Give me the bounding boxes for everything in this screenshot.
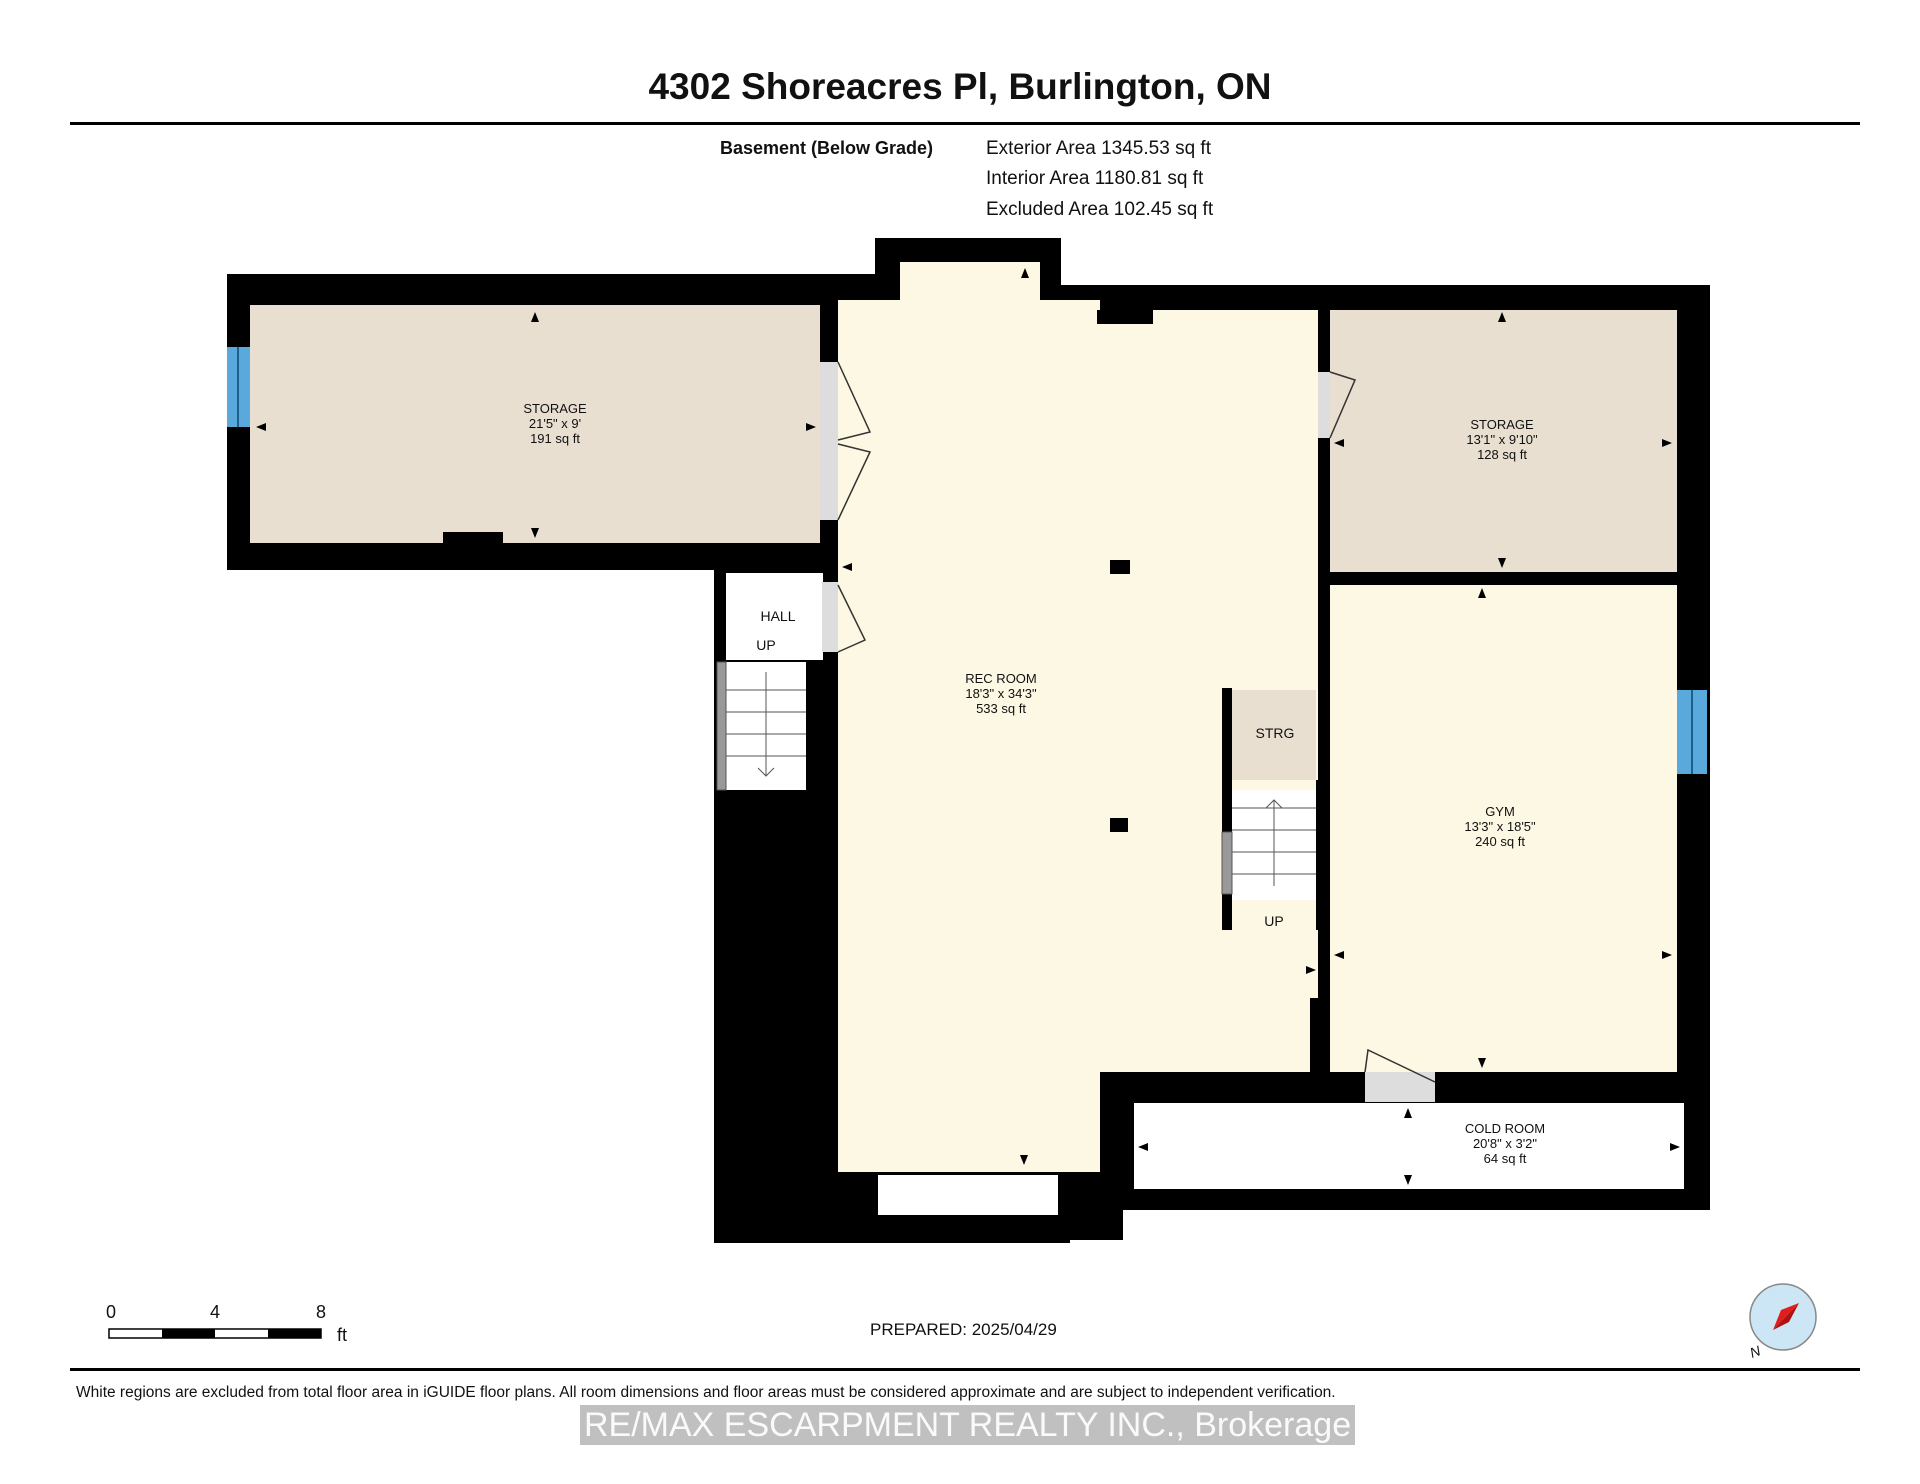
room-area: 240 sq ft (1475, 834, 1525, 849)
room-name: STORAGE (523, 401, 587, 416)
watermark: RE/MAX ESCARPMENT REALTY INC., Brokerage (580, 1405, 1356, 1445)
storage-left-floor (250, 305, 820, 543)
storage-right-floor (1330, 310, 1677, 572)
scale-unit: ft (337, 1325, 347, 1345)
stairs-center (1221, 799, 1316, 895)
room-area: 128 sq ft (1477, 447, 1527, 462)
stairs-left-up-label: UP (756, 637, 775, 653)
room-label-storage-right: STORAGE 13'1" x 9'10" 128 sq ft (1466, 417, 1538, 462)
room-name: STORAGE (1470, 417, 1534, 432)
footer-rule (70, 1368, 1860, 1371)
compass-north-label: N (1748, 1342, 1764, 1361)
hall-floor (726, 573, 823, 660)
prepared-date: PREPARED: 2025/04/29 (870, 1320, 1057, 1339)
excluded-area: Excluded Area 102.45 sq ft (986, 199, 1214, 220)
page-title: 4302 Shoreacres Pl, Burlington, ON (648, 66, 1272, 107)
room-dims: 21'5" x 9' (529, 416, 581, 431)
room-dims: 20'8" x 3'2" (1473, 1136, 1537, 1151)
room-area: 533 sq ft (976, 701, 1026, 716)
rec-room-lower (838, 300, 1100, 1172)
strg-floor (1232, 690, 1316, 780)
dimension-markers (256, 268, 1680, 1185)
room-name: GYM (1485, 804, 1515, 819)
level-label: Basement (Below Grade) (720, 138, 934, 158)
room-dims: 13'1" x 9'10" (1466, 432, 1538, 447)
scale-tick-4: 4 (210, 1302, 220, 1322)
room-label-gym: GYM 13'3" x 18'5" 240 sq ft (1464, 804, 1536, 849)
room-label-rec-room: REC ROOM 18'3" x 34'3" 533 sq ft (965, 671, 1037, 716)
room-area: 191 sq ft (530, 431, 580, 446)
exterior-area: Exterior Area 1345.53 sq ft (986, 138, 1211, 159)
scale-tick-0: 0 (106, 1302, 116, 1322)
compass-icon: N (1748, 1283, 1817, 1361)
excluded-region (878, 1175, 1058, 1215)
room-name: REC ROOM (965, 671, 1037, 686)
scale-bar: 0 4 8 ft (106, 1302, 347, 1345)
disclaimer: White regions are excluded from total fl… (76, 1384, 1336, 1401)
stairs-left (716, 661, 806, 791)
scale-tick-8: 8 (316, 1302, 326, 1322)
room-area: 64 sq ft (1484, 1151, 1527, 1166)
title-rule (70, 122, 1860, 125)
room-dims: 18'3" x 34'3" (965, 686, 1037, 701)
doors (820, 361, 1436, 1102)
room-label-hall: HALL (760, 608, 795, 624)
stairs-center-up-label: UP (1264, 913, 1283, 929)
room-label-strg: STRG (1256, 725, 1295, 741)
room-label-cold-room: COLD ROOM 20'8" x 3'2" 64 sq ft (1465, 1121, 1545, 1166)
gym-floor (1330, 585, 1677, 1072)
interior-area: Interior Area 1180.81 sq ft (986, 168, 1204, 189)
room-dims: 13'3" x 18'5" (1464, 819, 1536, 834)
room-label-storage-left: STORAGE 21'5" x 9' 191 sq ft (523, 401, 587, 446)
room-name: COLD ROOM (1465, 1121, 1545, 1136)
interior-walls (443, 308, 1678, 1078)
